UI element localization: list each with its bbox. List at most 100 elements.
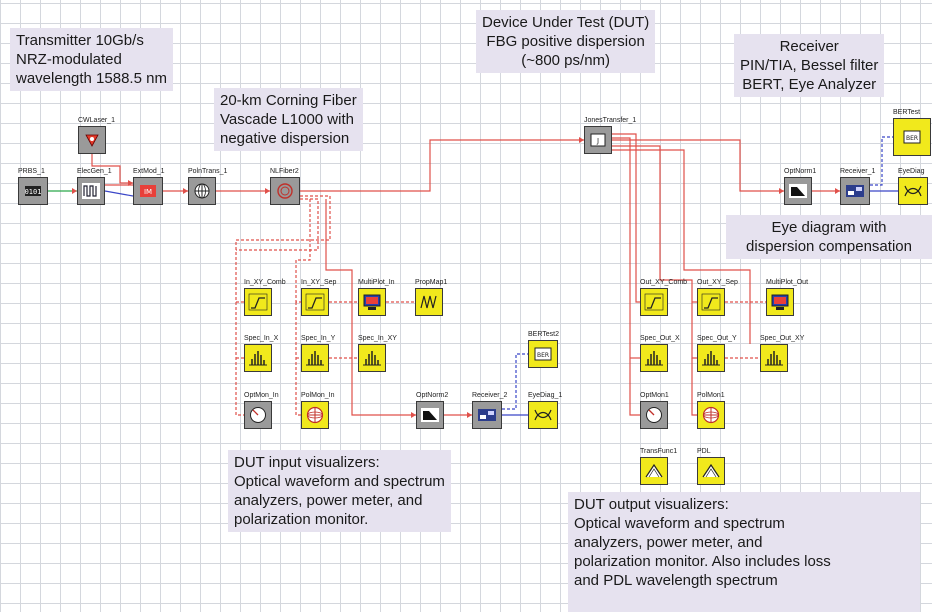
monitor-icon bbox=[362, 293, 382, 311]
block-polntrans[interactable] bbox=[188, 177, 216, 205]
block-in-xy-comb[interactable] bbox=[244, 288, 272, 316]
block-label: In_XY_Sep bbox=[301, 279, 337, 286]
arrow-head bbox=[779, 188, 784, 194]
note-line: Vascade L1000 with bbox=[220, 111, 354, 128]
wire-out-branch bbox=[612, 149, 751, 344]
block-label: BERTest2 bbox=[528, 331, 559, 338]
transfer-function-icon bbox=[701, 462, 721, 480]
block-spec-in-x[interactable] bbox=[244, 344, 272, 372]
eye-icon bbox=[903, 182, 923, 200]
spectrum-icon bbox=[305, 349, 325, 367]
block-optmon-in[interactable] bbox=[244, 401, 272, 429]
block-optmon1[interactable] bbox=[640, 401, 668, 429]
note-fiber: 20-km Corning Fiber Vascade L1000 with n… bbox=[214, 88, 363, 151]
block-transfunc1[interactable] bbox=[640, 457, 668, 485]
block-spec-out-xy[interactable] bbox=[760, 344, 788, 372]
power-meter-icon bbox=[644, 406, 664, 424]
jones-icon: J bbox=[588, 131, 608, 149]
block-elecgen[interactable] bbox=[77, 177, 105, 205]
poincare-sphere-icon bbox=[305, 406, 325, 424]
block-optnorm2[interactable] bbox=[416, 401, 444, 429]
block-label: PDL bbox=[697, 448, 711, 455]
block-label: JonesTransfer_1 bbox=[584, 117, 637, 124]
arrow-head bbox=[411, 412, 416, 418]
wire-nlfiber-jones bbox=[300, 139, 584, 192]
block-propmap1[interactable] bbox=[415, 288, 443, 316]
block-spec-out-x[interactable] bbox=[640, 344, 668, 372]
note-dut-output: DUT output visualizers: Optical waveform… bbox=[568, 492, 920, 612]
block-extmod[interactable]: IM bbox=[133, 177, 163, 205]
block-polmon1[interactable] bbox=[697, 401, 725, 429]
wire-laser-extmod bbox=[91, 154, 133, 184]
block-out-xy-comb[interactable] bbox=[640, 288, 668, 316]
block-nlfiber[interactable] bbox=[270, 177, 300, 205]
svg-text:BER: BER bbox=[906, 135, 918, 142]
note-dut-input: DUT input visualizers: Optical waveform … bbox=[228, 450, 451, 532]
block-multiplot-out[interactable] bbox=[766, 288, 794, 316]
block-multiplot-in[interactable] bbox=[358, 288, 386, 316]
receiver-icon bbox=[845, 182, 865, 200]
ber-icon: BER bbox=[902, 128, 922, 146]
block-prbs[interactable]: 0101 bbox=[18, 177, 48, 205]
polarization-icon bbox=[192, 182, 212, 200]
wire-in-optnorm2 bbox=[325, 199, 416, 416]
note-line: wavelength 1588.5 nm bbox=[16, 70, 167, 87]
svg-text:J: J bbox=[596, 137, 599, 145]
note-receiver: Receiver PIN/TIA, Bessel filter BERT, Ey… bbox=[734, 34, 885, 97]
note-line: Optical waveform and spectrum bbox=[574, 515, 785, 532]
arrow-head bbox=[183, 188, 188, 194]
note-line: (~800 ps/nm) bbox=[521, 52, 611, 69]
note-line: NRZ-modulated bbox=[16, 51, 122, 68]
spectrum-icon bbox=[644, 349, 664, 367]
spectrum-icon bbox=[701, 349, 721, 367]
block-berttest2[interactable]: BER bbox=[528, 340, 558, 368]
block-receiver1[interactable] bbox=[840, 177, 870, 205]
block-optnorm1[interactable] bbox=[784, 177, 812, 205]
arrow-head bbox=[265, 188, 270, 194]
optnorm-icon bbox=[420, 406, 440, 424]
waveform-icon bbox=[305, 293, 325, 311]
block-label: CWLaser_1 bbox=[78, 117, 115, 124]
block-label: OptNorm2 bbox=[416, 392, 449, 399]
block-label: Out_XY_Sep bbox=[697, 279, 738, 286]
block-cwlaser[interactable] bbox=[78, 126, 106, 154]
bits-icon: 0101 bbox=[23, 182, 43, 200]
modulator-icon: IM bbox=[138, 182, 158, 200]
block-receiver2[interactable] bbox=[472, 401, 502, 429]
waveform-icon bbox=[644, 293, 664, 311]
block-spec-out-y[interactable] bbox=[697, 344, 725, 372]
block-pdl[interactable] bbox=[697, 457, 725, 485]
note-line: dispersion compensation bbox=[746, 238, 912, 255]
optnorm-icon bbox=[788, 182, 808, 200]
block-eyediag1[interactable] bbox=[528, 401, 558, 429]
block-out-xy-sep[interactable] bbox=[697, 288, 725, 316]
block-label: OptNorm1 bbox=[784, 168, 817, 175]
wire-in-polmon bbox=[295, 302, 301, 416]
receiver-icon bbox=[477, 406, 497, 424]
arrow-head bbox=[835, 188, 840, 194]
block-polmon-in[interactable] bbox=[301, 401, 329, 429]
block-label: PolMon1 bbox=[697, 392, 725, 399]
block-label: BERTest bbox=[893, 109, 921, 116]
wire-out-polmon bbox=[691, 358, 697, 416]
block-spec-in-xy[interactable] bbox=[358, 344, 386, 372]
block-label: Spec_Out_X bbox=[640, 335, 680, 342]
spectrum-icon bbox=[764, 349, 784, 367]
svg-text:BER: BER bbox=[537, 352, 549, 359]
block-label: MultiPlot_Out bbox=[766, 279, 809, 286]
note-line: Transmitter 10Gb/s bbox=[16, 32, 144, 49]
pulses-icon bbox=[81, 182, 101, 200]
block-berttest[interactable]: BER bbox=[893, 118, 931, 156]
note-line: and PDL wavelength spectrum bbox=[574, 572, 778, 589]
note-line: PIN/TIA, Bessel filter bbox=[740, 57, 879, 74]
note-line: Receiver bbox=[779, 38, 839, 55]
block-jones[interactable]: J bbox=[584, 126, 612, 154]
block-in-xy-sep[interactable] bbox=[301, 288, 329, 316]
block-spec-in-y[interactable] bbox=[301, 344, 329, 372]
note-line: BERT, Eye Analyzer bbox=[742, 76, 877, 93]
block-label: Spec_In_X bbox=[244, 335, 279, 342]
wire-out-comb bbox=[612, 133, 640, 303]
wire-jones-optnorm bbox=[612, 139, 784, 192]
block-eyediag[interactable] bbox=[898, 177, 928, 205]
